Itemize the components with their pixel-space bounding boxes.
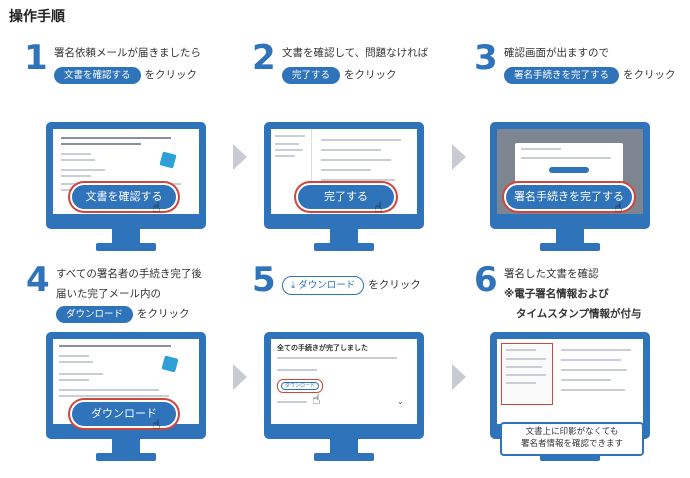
page-title: 操作手順 — [9, 9, 65, 25]
step-1: 1 署名依頼メールが届きましたら 文書を確認するをクリック 文書を確認する ☝ — [24, 40, 234, 255]
monitor-neck — [112, 439, 140, 453]
screen-title: 全ての手続きが完了しました — [277, 344, 368, 352]
monitor — [46, 122, 206, 229]
step-4: 4 すべての署名者の手続き完了後 届いた完了メール内の ダウンロードをクリック … — [26, 262, 236, 477]
step-description: 文書を確認して、問題なければ 完了するをクリック — [282, 42, 428, 86]
step-number: 1 — [24, 38, 48, 78]
monitor-base — [314, 243, 374, 251]
step-description: 署名した文書を確認 ※電子署名情報および タイムスタンプ情報が付与 — [504, 268, 642, 320]
download-button[interactable]: ダウンロード — [72, 402, 176, 426]
screen — [497, 339, 643, 424]
monitor-base — [96, 243, 156, 251]
monitor-base — [540, 243, 600, 251]
finish-signing-button[interactable]: 署名手続きを完了する — [506, 185, 632, 209]
screen: 全ての手続きが完了しました ダウンロード ⌄ — [271, 339, 417, 424]
hand-cursor-icon: ☝ — [152, 200, 161, 216]
step-2: 2 文書を確認して、問題なければ 完了するをクリック 完了する ☝ — [252, 40, 462, 255]
download-icon: ⤓ — [291, 279, 299, 291]
monitor-neck — [112, 229, 140, 243]
arrow-icon — [452, 144, 466, 170]
inline-pill: 署名手続きを完了する — [504, 66, 620, 84]
monitor — [264, 122, 424, 229]
arrow-icon — [233, 364, 247, 390]
step-description: 署名依頼メールが届きましたら 文書を確認するをクリック — [54, 42, 201, 86]
signature-panel — [501, 343, 553, 405]
step-description: ⤓ ダウンロードをクリック — [282, 274, 421, 296]
monitor — [490, 122, 650, 229]
inline-pill: 文書を確認する — [54, 66, 141, 84]
monitor-base — [96, 453, 156, 461]
hand-cursor-icon: ☝ — [374, 200, 383, 216]
step-3: 3 確認画面が出ますので 署名手続きを完了するをクリック 署名手続きを完了する … — [474, 40, 684, 255]
step-number: 6 — [474, 260, 498, 300]
monitor-neck — [556, 229, 584, 243]
monitor — [490, 332, 650, 439]
monitor-neck — [330, 229, 358, 243]
step-description: 確認画面が出ますので 署名手続きを完了するをクリック — [504, 42, 676, 86]
step-5: 5 ⤓ ダウンロードをクリック 全ての手続きが完了しました ダウンロード ⌄ ☝ — [252, 262, 462, 477]
logo-icon — [159, 151, 177, 169]
hand-cursor-icon: ☝ — [614, 200, 623, 216]
monitor: 全ての手続きが完了しました ダウンロード ⌄ — [264, 332, 424, 439]
step-description: すべての署名者の手続き完了後 届いた完了メール内の ダウンロードをクリック — [56, 264, 202, 324]
step-number: 2 — [252, 38, 276, 78]
hand-cursor-icon: ☝ — [312, 392, 321, 408]
confirm-dialog — [515, 143, 623, 183]
confirm-document-button[interactable]: 文書を確認する — [72, 185, 176, 209]
step-number: 5 — [252, 260, 276, 300]
step-number: 4 — [26, 260, 50, 300]
hand-cursor-icon: ☝ — [152, 417, 161, 433]
inline-pill: 完了する — [282, 66, 341, 84]
monitor-neck — [330, 439, 358, 453]
download-button[interactable]: ダウンロード — [277, 379, 323, 393]
arrow-icon — [452, 364, 466, 390]
info-callout: 文書上に印影がなくても 署名者情報を確認できます — [500, 422, 644, 456]
logo-icon — [161, 355, 179, 373]
chevron-down-icon: ⌄ — [397, 397, 404, 406]
inline-pill: ⤓ ダウンロード — [282, 275, 365, 295]
step-number: 3 — [474, 38, 498, 78]
complete-button[interactable]: 完了する — [298, 185, 394, 209]
step-6: 6 署名した文書を確認 ※電子署名情報および タイムスタンプ情報が付与 文書上に… — [474, 262, 684, 477]
arrow-icon — [233, 144, 247, 170]
monitor-base — [540, 453, 600, 461]
inline-pill: ダウンロード — [56, 305, 134, 323]
monitor-base — [314, 453, 374, 461]
